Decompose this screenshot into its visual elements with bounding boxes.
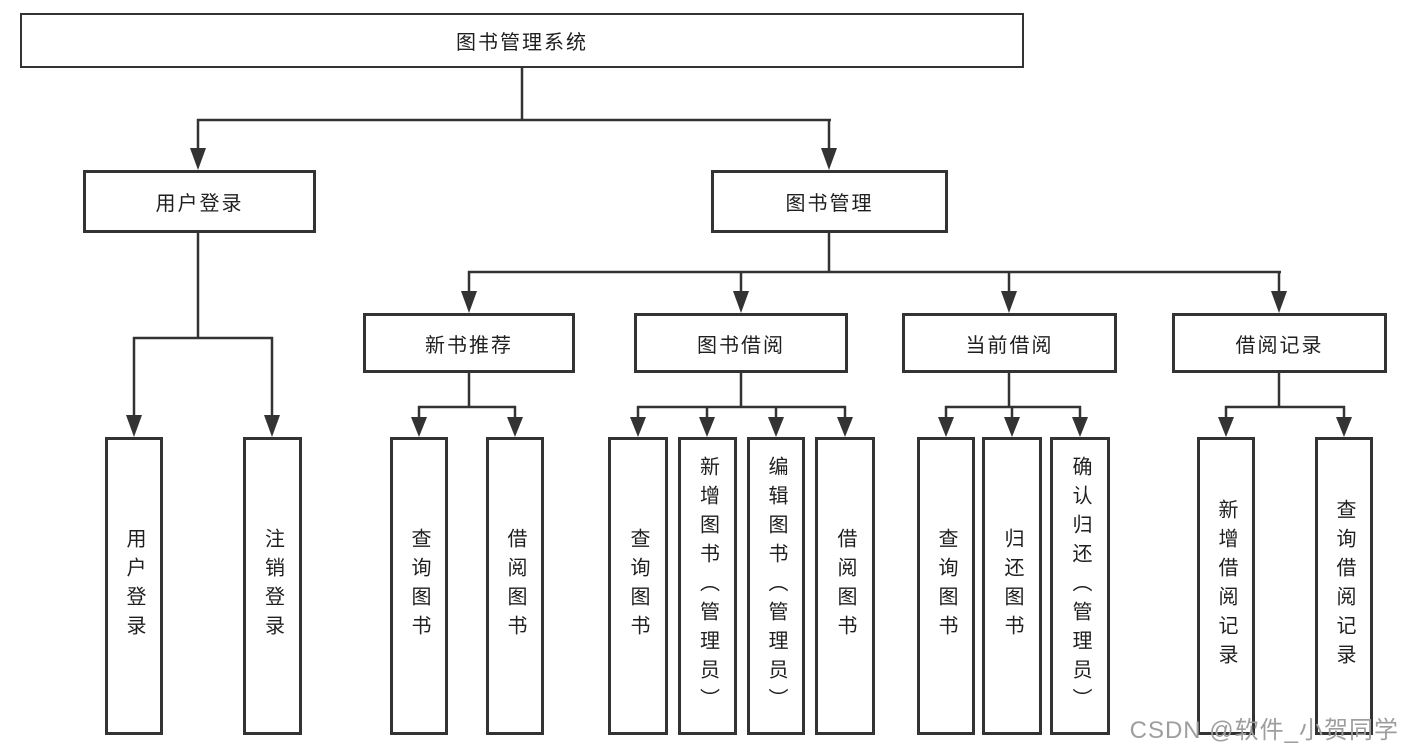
leaf-query-books-borrow: 查询图书: [608, 437, 668, 735]
leaf-borrow-books: 借阅图书: [815, 437, 875, 735]
arrowhead-icon: [837, 417, 853, 437]
leaf-confirm-return-admin: 确认归还（管理员）: [1050, 437, 1110, 735]
leaf-label: 确认归还（管理员）: [1069, 455, 1091, 717]
node-library-management-system: 图书管理系统: [20, 13, 1024, 68]
arrowhead-icon: [1271, 291, 1287, 313]
node-new-book-recommend: 新书推荐: [363, 313, 575, 373]
arrowhead-icon: [1218, 417, 1234, 437]
arrowhead-icon: [1004, 417, 1020, 437]
node-borrowing-records: 借阅记录: [1172, 313, 1387, 373]
leaf-borrow-books-newbook: 借阅图书: [486, 437, 544, 735]
csdn-watermark: CSDN @软件_小贺同学: [1129, 717, 1399, 744]
leaf-label: 查询图书: [935, 528, 957, 644]
leaf-label: 注销登录: [261, 528, 284, 644]
leaf-return-books: 归还图书: [982, 437, 1042, 735]
leaf-label: 新增图书（管理员）: [696, 455, 719, 717]
arrowhead-icon: [461, 291, 477, 313]
arrowhead-icon: [1001, 291, 1017, 313]
leaf-edit-books-admin: 编辑图书（管理员）: [747, 437, 805, 735]
leaf-label: 查询借阅记录: [1333, 499, 1355, 673]
arrowhead-icon: [821, 148, 837, 170]
leaf-query-borrow-record: 查询借阅记录: [1315, 437, 1373, 735]
arrowhead-icon: [507, 417, 523, 437]
arrowhead-icon: [630, 417, 646, 437]
node-current-borrowing: 当前借阅: [902, 313, 1117, 373]
arrowhead-icon: [768, 417, 784, 437]
node-book-management: 图书管理: [711, 170, 948, 233]
node-user-login: 用户登录: [83, 170, 316, 233]
leaf-add-borrow-record: 新增借阅记录: [1197, 437, 1255, 735]
leaf-logout: 注销登录: [243, 437, 302, 735]
leaf-query-books-current: 查询图书: [917, 437, 975, 735]
arrowhead-icon: [699, 417, 715, 437]
leaf-user-login: 用户登录: [105, 437, 163, 735]
arrowhead-icon: [126, 415, 142, 437]
leaf-label: 借阅图书: [834, 528, 856, 644]
arrowhead-icon: [733, 291, 749, 313]
arrowhead-icon: [411, 417, 427, 437]
leaf-label: 查询图书: [408, 528, 430, 644]
leaf-label: 用户登录: [123, 528, 145, 644]
leaf-label: 归还图书: [1001, 528, 1023, 644]
leaf-label: 查询图书: [627, 528, 649, 644]
leaf-query-books-newbook: 查询图书: [390, 437, 448, 735]
leaf-label: 新增借阅记录: [1215, 499, 1237, 673]
leaf-label: 编辑图书（管理员）: [765, 455, 787, 717]
node-book-borrowing: 图书借阅: [634, 313, 848, 373]
arrowhead-icon: [1072, 417, 1088, 437]
arrowhead-icon: [1336, 417, 1352, 437]
arrowhead-icon: [264, 415, 280, 437]
arrowhead-icon: [938, 417, 954, 437]
leaf-add-books-admin: 新增图书（管理员）: [678, 437, 737, 735]
leaf-label: 借阅图书: [504, 528, 526, 644]
arrowhead-icon: [190, 148, 206, 170]
